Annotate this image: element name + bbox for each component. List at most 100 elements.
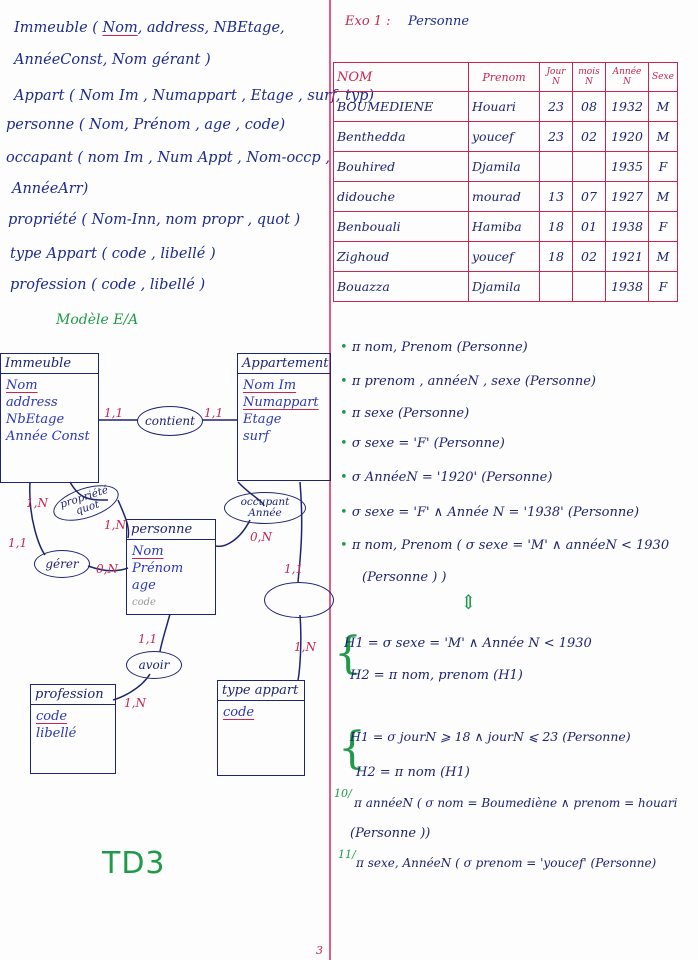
- entity-profession-attr: code: [36, 709, 68, 724]
- table-cell: M: [648, 121, 678, 152]
- entity-immeuble-title: Immeuble: [1, 354, 98, 374]
- personne-table: NOM Prenom Jour N mois N Année N Sexe BO…: [333, 62, 678, 302]
- query-2: • π prenom , annéeN , sexe (Personne): [340, 374, 596, 389]
- table-cell: Bouazza: [333, 271, 469, 302]
- h1-query: H1 = σ sexe = 'M' ∧ Année N < 1930: [344, 636, 592, 651]
- table-cell: 1920: [605, 121, 649, 152]
- entity-profession-title: profession: [31, 685, 115, 705]
- table-cell: BOUMEDIENE: [333, 91, 469, 122]
- table-cell: Djamila: [468, 151, 540, 182]
- cardinality: 1,N: [294, 640, 316, 654]
- query-7-cont: (Personne ) ): [362, 570, 447, 585]
- table-cell: 02: [572, 241, 606, 272]
- schema-occupant: occapant ( nom Im , Num Appt , Nom-occp …: [6, 150, 330, 166]
- table-cell: 01: [572, 211, 606, 242]
- table-cell: F: [648, 211, 678, 242]
- cardinality: 1,N: [124, 696, 146, 710]
- schema-profession: profession ( code , libellé ): [10, 277, 206, 293]
- entity-personne-attr: age: [132, 578, 156, 593]
- schema-personne: personne ( Nom, Prénom , age , code): [6, 117, 286, 133]
- entity-type-appart-attr: code: [223, 705, 255, 720]
- query-7: • π nom, Prenom ( σ sexe = 'M' ∧ annéeN …: [340, 538, 670, 553]
- query-4: • σ sexe = 'F' (Personne): [340, 436, 505, 451]
- entity-type-appart: type appart code: [217, 680, 305, 776]
- query-text: σ sexe = 'F' ∧ Année N = '1938' (Personn…: [351, 505, 640, 520]
- table-cell: youcef: [468, 121, 540, 152]
- exo-title: Exo 1 :: [345, 14, 391, 29]
- relation-occupant: occupant Année: [224, 492, 306, 524]
- relation-gerer: gérer: [34, 550, 90, 578]
- table-cell: Houari: [468, 91, 540, 122]
- cardinality: 0,N: [250, 530, 272, 544]
- model-label: Modèle E/A: [56, 312, 139, 328]
- table-cell: [539, 271, 573, 302]
- table-cell: 1938: [605, 211, 649, 242]
- table-cell: mourad: [468, 181, 540, 212]
- table-cell: 18: [539, 211, 573, 242]
- brace-1: {: [334, 628, 362, 679]
- table-cell: Hamiba: [468, 211, 540, 242]
- cardinality: 1,1: [104, 406, 124, 420]
- page-number: 3: [316, 944, 323, 957]
- cardinality: 1,1: [284, 562, 304, 576]
- entity-appartement-attr: Nom Im: [243, 378, 297, 393]
- question-11: π sexe, AnnéeN ( σ prenom = 'youcef' (Pe…: [356, 856, 657, 870]
- query-text: π nom, Prenom (Personne): [351, 340, 528, 355]
- table-cell: [572, 151, 606, 182]
- table-cell: 18: [539, 241, 573, 272]
- table-cell: [539, 151, 573, 182]
- table-cell: 1935: [605, 151, 649, 182]
- brace-2: {: [338, 723, 366, 774]
- schema-immeuble-attrs: , address, NBEtage,: [137, 20, 285, 36]
- table-cell: 23: [539, 121, 573, 152]
- cardinality: 1,1: [204, 406, 224, 420]
- table-cell: 1927: [605, 181, 649, 212]
- schema-immeuble: Immeuble ( Nom, address, NBEtage,: [14, 20, 285, 36]
- schema-immeuble-line2: AnnéeConst, Nom gérant ): [14, 52, 211, 68]
- table-cell: Zighoud: [333, 241, 469, 272]
- cardinality: 1,N: [104, 518, 126, 532]
- question-11-number: 11/: [338, 848, 356, 861]
- table-cell: 1921: [605, 241, 649, 272]
- table-cell: F: [648, 151, 678, 182]
- entity-immeuble-attr: NbEtage: [6, 412, 65, 427]
- h2-query: H2 = π nom, prenom (H1): [350, 668, 523, 683]
- table-cell: Benbouali: [333, 211, 469, 242]
- table-cell: M: [648, 181, 678, 212]
- entity-appartement-title: Appartement: [238, 354, 330, 374]
- query-5: • σ AnnéeN = '1920' (Personne): [340, 470, 553, 485]
- col-nom: NOM: [333, 62, 469, 92]
- table-cell: didouche: [333, 181, 469, 212]
- h1-query-2: H1 = σ jourN ⩾ 18 ∧ jourN ⩽ 23 (Personne…: [350, 729, 631, 744]
- schema-appart: Appart ( Nom Im , Numappart , Etage , su…: [14, 88, 375, 104]
- schema-type-appart: type Appart ( code , libellé ): [10, 246, 216, 262]
- query-1: • π nom, Prenom (Personne): [340, 340, 528, 355]
- relation-contient: contient: [137, 406, 203, 436]
- entity-personne-attr: Nom: [132, 544, 164, 559]
- entity-appartement-attr: Etage: [243, 412, 282, 427]
- col-sexe: Sexe: [648, 62, 678, 92]
- table-cell: 02: [572, 121, 606, 152]
- query-text: σ AnnéeN = '1920' (Personne): [351, 470, 553, 485]
- cardinality: 1,1: [138, 632, 158, 646]
- relation-avoir: avoir: [126, 651, 182, 679]
- entity-personne-attr-erased: code: [132, 597, 156, 608]
- entity-immeuble-attr: Nom: [6, 378, 38, 393]
- table-cell: [572, 271, 606, 302]
- entity-profession-attr: libellé: [36, 726, 77, 741]
- table-cell: F: [648, 271, 678, 302]
- entity-immeuble-attr: address: [6, 395, 58, 410]
- exo-subject: Personne: [408, 14, 470, 29]
- relation-unnamed: [264, 582, 334, 618]
- query-text: π prenom , annéeN , sexe (Personne): [351, 374, 596, 389]
- schema-immeuble-name: Immeuble: [14, 20, 88, 36]
- col-annee: Année N: [605, 62, 649, 92]
- table-cell: youcef: [468, 241, 540, 272]
- entity-appartement: Appartement Nom Im Numappart Etage surf: [237, 353, 331, 481]
- table-cell: M: [648, 241, 678, 272]
- table-cell: Djamila: [468, 271, 540, 302]
